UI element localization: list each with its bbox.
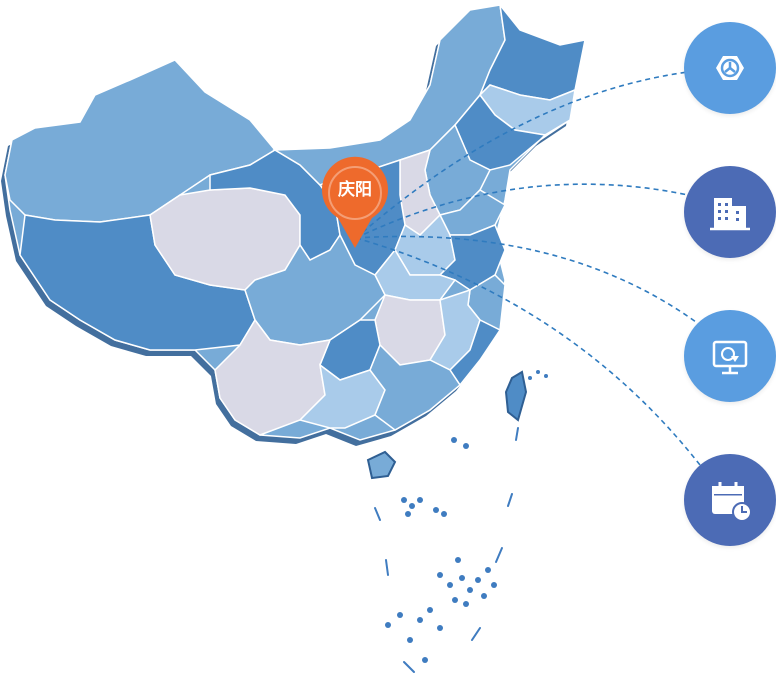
buildings-icon [710, 198, 750, 231]
location-pin[interactable] [322, 156, 388, 248]
calendar-clock-icon [712, 482, 752, 522]
connector-line-2 [355, 183, 689, 239]
wrench-nut-icon [716, 56, 744, 80]
province-guangdong [369, 343, 461, 431]
island-taiwan [504, 370, 528, 422]
buildings-button[interactable] [684, 166, 776, 258]
islands [366, 370, 548, 673]
connector-line-1 [355, 71, 689, 239]
island-hainan [366, 450, 397, 480]
connector-lines [355, 71, 701, 466]
monitor-chart-icon [712, 340, 748, 375]
monitor-chart-button[interactable] [684, 310, 776, 402]
wrench-nut-button[interactable] [684, 22, 776, 114]
nine-dash-line [374, 427, 519, 673]
location-pin-body [322, 156, 388, 248]
connector-line-4 [355, 237, 701, 466]
south-china-sea-islands [385, 370, 548, 663]
location-label: 庆阳 [338, 180, 372, 200]
provinces [4, 2, 586, 436]
location-pin-inner [328, 166, 382, 220]
calendar-clock-button[interactable] [684, 454, 776, 546]
